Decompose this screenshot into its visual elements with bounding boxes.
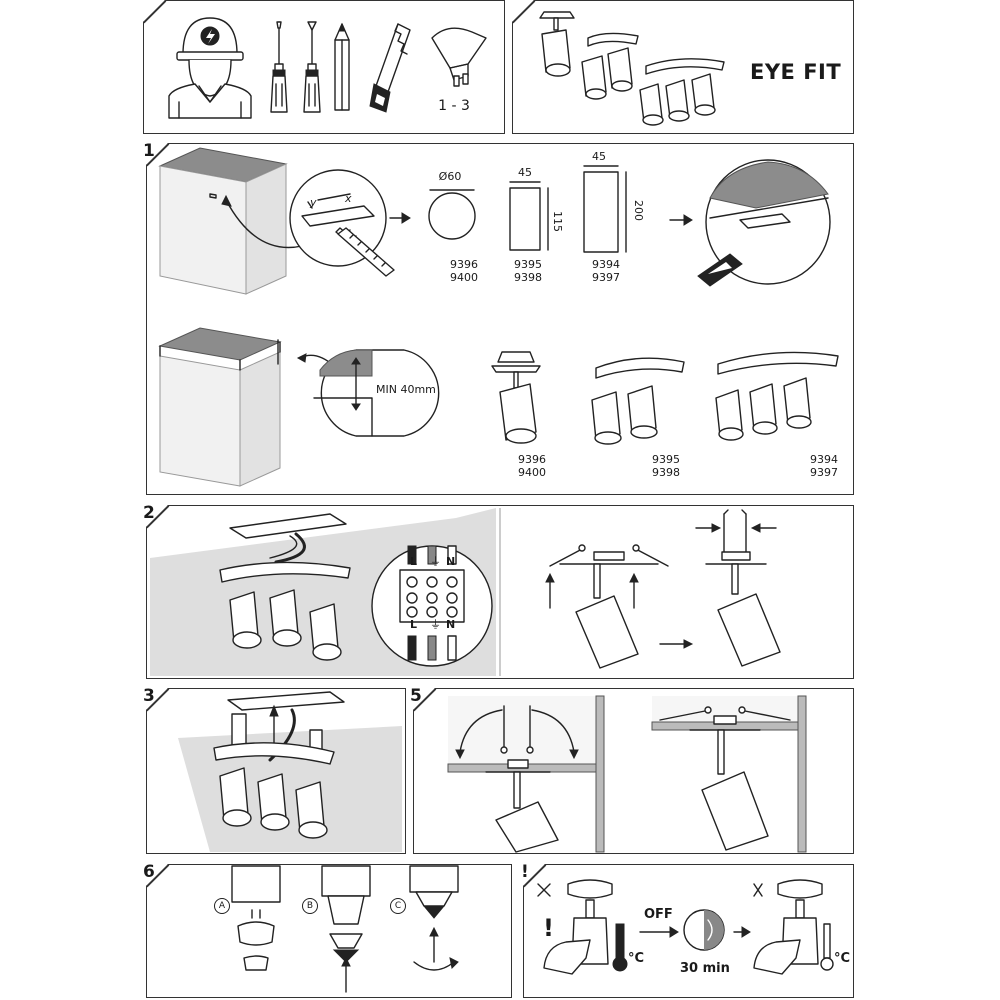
rect2-codes: 9394 9397 <box>586 258 626 284</box>
terminal-bottom-earth: ⏚ <box>430 618 441 631</box>
cutout-dim-y: y <box>310 196 317 209</box>
double-code-1: 9395 <box>652 453 680 466</box>
warning-marker: ! <box>521 862 529 882</box>
triple-code-2: 9397 <box>810 466 838 479</box>
single-code-2: 9400 <box>518 466 546 479</box>
rect1-height: 115 <box>551 211 564 232</box>
triple-code-1: 9394 <box>810 453 838 466</box>
danger-exclaim: ! <box>543 914 554 942</box>
round-codes: 9396 9400 <box>444 258 484 284</box>
cool-lamp-safe <box>753 879 834 975</box>
ceiling-drawing-depth <box>158 327 282 487</box>
rect2-cutout-shape <box>583 165 627 253</box>
min-depth-label: MIN 40mm <box>376 383 436 396</box>
product-title: EYE FIT <box>750 60 842 84</box>
cut-hole-zoom <box>697 159 831 287</box>
rect1-cutout-shape <box>509 181 549 251</box>
double-code-2: 9398 <box>652 466 680 479</box>
triple-codes: 9394 9397 <box>804 453 844 479</box>
off-arrow <box>639 926 679 938</box>
triple-spot-preview <box>639 58 725 126</box>
terminal-top-l: L <box>410 555 418 568</box>
phillips-screwdriver-icon <box>303 21 321 113</box>
terminal-top-n: N <box>446 555 456 568</box>
rect1-width: 45 <box>518 166 532 179</box>
saw-icon <box>369 23 411 113</box>
off-label: OFF <box>644 907 673 922</box>
step-3-number: 3 <box>143 686 155 706</box>
triple-spot-installed <box>715 351 839 441</box>
timer-icon <box>683 909 725 951</box>
range-label: 1 - 3 <box>438 98 470 114</box>
hot-lamp-warning <box>537 879 628 975</box>
cutout-arrow <box>221 194 303 249</box>
round-code-1: 9396 <box>450 258 478 271</box>
rect2-height: 200 <box>632 200 645 221</box>
lamp-replacement-diagram <box>231 865 459 993</box>
hot-temp-unit: °C <box>628 951 645 966</box>
double-spot-preview <box>581 32 639 100</box>
step-2-number: 2 <box>143 503 155 523</box>
round-cutout-shape <box>428 189 476 240</box>
arrow-right-2 <box>669 214 693 226</box>
rect1-code-2: 9398 <box>514 271 542 284</box>
single-codes: 9396 9400 <box>512 453 552 479</box>
electrician-icon <box>168 17 252 119</box>
depth-zoom-capsule <box>313 349 440 437</box>
round-cutout-diameter: Ø60 <box>438 170 462 183</box>
terminal-bottom-l: L <box>410 618 418 631</box>
single-code-1: 9396 <box>518 453 546 466</box>
double-codes: 9395 9398 <box>646 453 686 479</box>
cutout-dim-x: x <box>345 192 352 205</box>
cool-temp-unit: °C <box>834 951 851 966</box>
option-b-marker: B <box>302 898 318 914</box>
rect2-code-1: 9394 <box>592 258 620 271</box>
option-a-marker: A <box>214 898 230 914</box>
arrow-right-1 <box>389 212 411 224</box>
step-1-number: 1 <box>143 141 155 161</box>
terminal-block-zoom <box>371 545 493 667</box>
terminal-top-earth: ⏚ <box>430 555 441 568</box>
rect1-code-1: 9395 <box>514 258 542 271</box>
mounting-scene <box>178 691 402 852</box>
round-code-2: 9400 <box>450 271 478 284</box>
rect2-code-2: 9397 <box>592 271 620 284</box>
option-c-marker: C <box>390 898 406 914</box>
ruler-icon <box>337 227 395 277</box>
flathead-screwdriver-icon <box>270 21 288 113</box>
pencil-icon <box>334 22 350 111</box>
spring-release-diagram <box>447 695 807 853</box>
single-spot-preview <box>539 11 575 77</box>
step-5-number: 5 <box>410 686 422 706</box>
double-spot-installed <box>591 357 685 445</box>
wait-arrow <box>733 926 751 938</box>
rect2-width: 45 <box>592 150 606 163</box>
wait-time: 30 min <box>680 961 730 976</box>
rect1-codes: 9395 9398 <box>508 258 548 284</box>
step-6-number: 6 <box>143 862 155 882</box>
single-spot-installed <box>491 351 541 444</box>
gu10-bulb-icon <box>431 27 487 87</box>
springs-insertion-diagram <box>499 508 781 676</box>
terminal-bottom-n: N <box>446 618 456 631</box>
